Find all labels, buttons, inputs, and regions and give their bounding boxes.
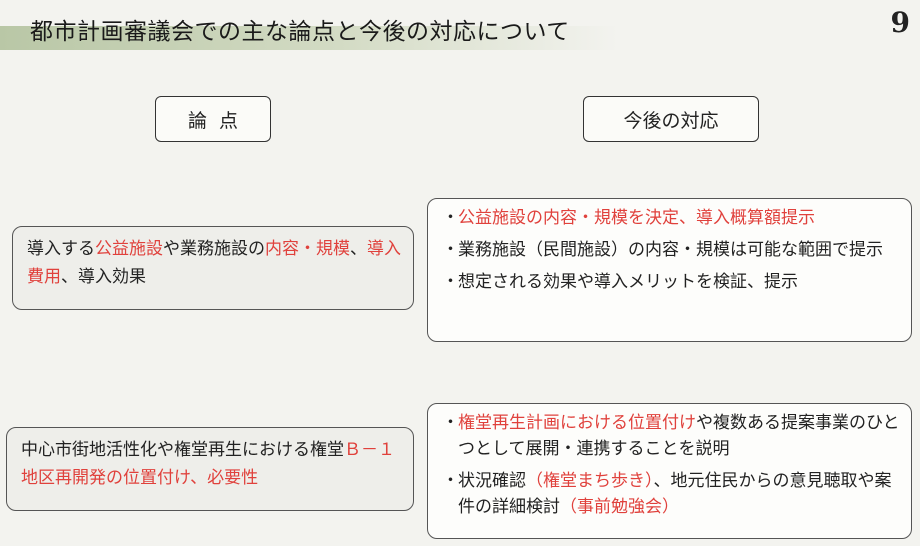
highlight-text: 導入費用 [27,239,401,287]
bullet-text: 業務施設（民間施設）の内容・規模は可能な範囲で提示 [458,237,901,263]
issues-header: 論点 [155,96,271,142]
body-text: 想定される効果や導入メリットを検証、提示 [458,272,798,292]
response-box-2: ・権堂再生計画における位置付けや複数ある提案事業のひとつとして展開・連携すること… [427,403,912,539]
response-bullet: ・業務施設（民間施設）の内容・規模は可能な範囲で提示 [442,237,901,263]
body-text: 、導入効果 [61,267,146,287]
highlight-text: （権堂まち歩き） [526,471,654,491]
page-title: 都市計画審議会での主な論点と今後の対応について [30,19,570,45]
issue-box-2: 中心市街地活性化や権堂再生における権堂Ｂ－１地区再開発の位置付け、必要性 [6,427,414,511]
response-box-1: ・公益施設の内容・規模を決定、導入概算額提示・業務施設（民間施設）の内容・規模は… [427,198,912,342]
body-text: 業務施設（民間施設）の内容・規模は可能な範囲で提示 [458,240,883,260]
body-text: 、 [350,239,367,259]
bullet-text: 状況確認（権堂まち歩き）、地元住民からの意見聴取や案件の詳細検討（事前勉強会） [458,468,901,520]
bullet-mark: ・ [442,272,459,292]
body-text: 、地元住民からの意見聴取や案件の詳細検討 [458,471,892,517]
highlight-text: 公益施設 [95,239,163,259]
body-text: 状況確認 [458,471,526,491]
bullet-text: 公益施設の内容・規模を決定、導入概算額提示 [458,205,901,231]
bullet-mark: ・ [442,471,459,491]
highlight-text: 公益施設の内容・規模を決定、導入概算額提示 [458,208,815,228]
body-text: 中心市街地活性化や権堂再生における権堂 [21,440,344,460]
body-text: や業務施設の [163,239,265,259]
responses-header: 今後の対応 [583,96,759,142]
page-number: 9 [890,6,910,39]
highlight-text: 内容・規模 [265,239,350,259]
response-bullet: ・公益施設の内容・規模を決定、導入概算額提示 [442,205,901,231]
body-text: 導入する [27,239,95,259]
body-text: や複数ある提案事業のひとつとして展開・連携することを説明 [458,413,900,459]
issue-box-1: 導入する公益施設や業務施設の内容・規模、導入費用、導入効果 [12,226,414,310]
response-bullet: ・想定される効果や導入メリットを検証、提示 [442,269,901,295]
bullet-mark: ・ [442,413,459,433]
bullet-text: 想定される効果や導入メリットを検証、提示 [458,269,901,295]
response-bullet: ・権堂再生計画における位置付けや複数ある提案事業のひとつとして展開・連携すること… [442,410,901,462]
highlight-text: Ｂ－１地区再開発の位置付け、必要性 [21,440,395,488]
highlight-text: （事前勉強会） [560,497,679,517]
title-band [0,26,618,50]
bullet-mark: ・ [442,208,459,228]
bullet-text: 権堂再生計画における位置付けや複数ある提案事業のひとつとして展開・連携することを… [458,410,901,462]
highlight-text: 権堂再生計画における位置付け [458,413,696,433]
bullet-mark: ・ [442,240,459,260]
response-bullet: ・状況確認（権堂まち歩き）、地元住民からの意見聴取や案件の詳細検討（事前勉強会） [442,468,901,520]
